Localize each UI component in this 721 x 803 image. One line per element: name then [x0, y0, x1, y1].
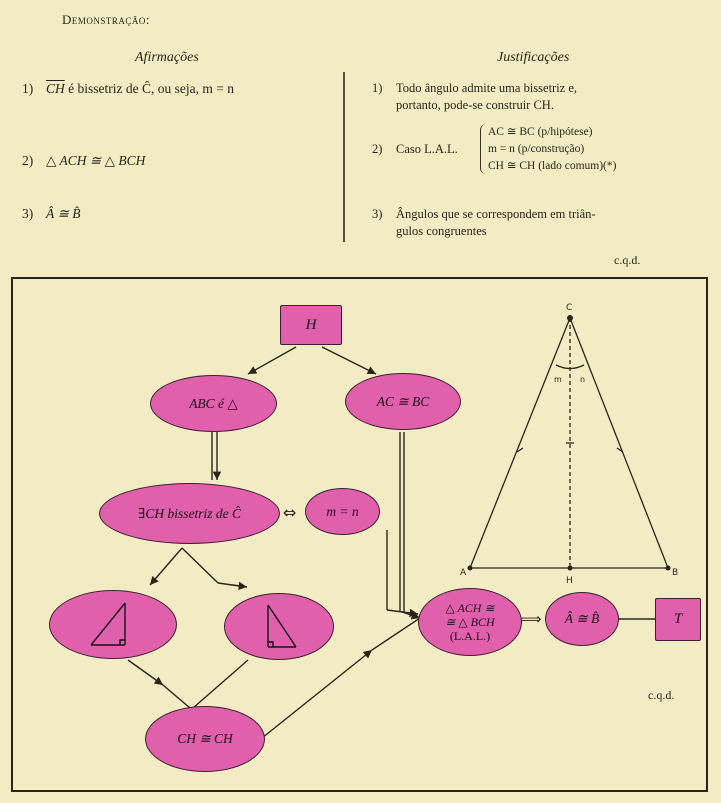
ac-congruent-bc-node: AC ≅ BC	[345, 373, 461, 430]
arrow-chch-congr	[261, 649, 373, 739]
right-triangle-ach-icon	[90, 602, 126, 646]
isosceles-triangle	[469, 317, 669, 569]
congruence-lal-node: △ ACH ≅ ≅ △ BCH (L.A.L.)	[418, 588, 522, 656]
arrow-biss-tri1	[149, 547, 183, 586]
angles-congruent-node: Â ≅ B̂	[545, 592, 619, 646]
ch-congruent-ch-node: CH ≅ CH	[145, 706, 265, 772]
arrow-h-acbc	[321, 346, 377, 375]
hypothesis-node: H	[280, 305, 342, 345]
implies-symbol: ⟹	[520, 610, 542, 628]
triangle-bch-node	[224, 593, 334, 660]
flow-diagram-frame	[11, 277, 708, 792]
cqd-top: c.q.d.	[614, 253, 641, 267]
segment-ch: CH	[46, 81, 65, 96]
iff-symbol: ⇔	[283, 503, 296, 522]
vertex-c-label: C	[566, 303, 572, 313]
justification-2: 2)Caso L.A.L.	[372, 142, 458, 156]
arrow-biss-tri2	[217, 581, 248, 591]
affirmation-1: 1)CH é bissetriz de Ĉ, ou seja, m = n	[22, 81, 234, 96]
affirmation-3: 3)Â ≅ B̂	[22, 206, 81, 221]
angle-m-label: m	[554, 375, 562, 384]
justification-3: 3)Ângulos que se correspondem em triân- …	[372, 207, 596, 238]
abc-triangle-node: ABC é △	[150, 375, 277, 432]
thesis-node: T	[655, 598, 701, 641]
arrow-mn-congr	[386, 608, 419, 618]
vertex-b-label: B	[672, 568, 678, 578]
arrow-h-abc	[247, 346, 297, 375]
vertex-h-label: H	[566, 576, 573, 586]
m-equals-n-node: m = n	[305, 488, 380, 535]
bissetriz-node: ∃CH bissetriz de Ĉ	[99, 483, 280, 544]
affirmation-2: 2)△ ACH ≅ △ BCH	[22, 153, 146, 168]
brace	[480, 124, 488, 174]
column-divider	[343, 72, 345, 242]
justifications-heading: Justificações	[497, 50, 570, 65]
affirmations-heading: Afirmações	[135, 50, 199, 65]
vertex-a-label: A	[460, 568, 467, 578]
demonstration-title: Demonstração:	[62, 12, 151, 27]
triangle-ach-node	[49, 590, 177, 659]
cqd-bottom: c.q.d.	[648, 688, 675, 702]
right-triangle-bch-icon	[267, 604, 297, 648]
arrow-tri1-chch	[127, 659, 164, 686]
angle-n-label: n	[580, 375, 585, 384]
justification-1: 1)Todo ângulo admite uma bissetriz e, po…	[372, 81, 578, 112]
lal-items: AC ≅ BC (p/hipótese) m = n (p/construção…	[488, 126, 617, 172]
